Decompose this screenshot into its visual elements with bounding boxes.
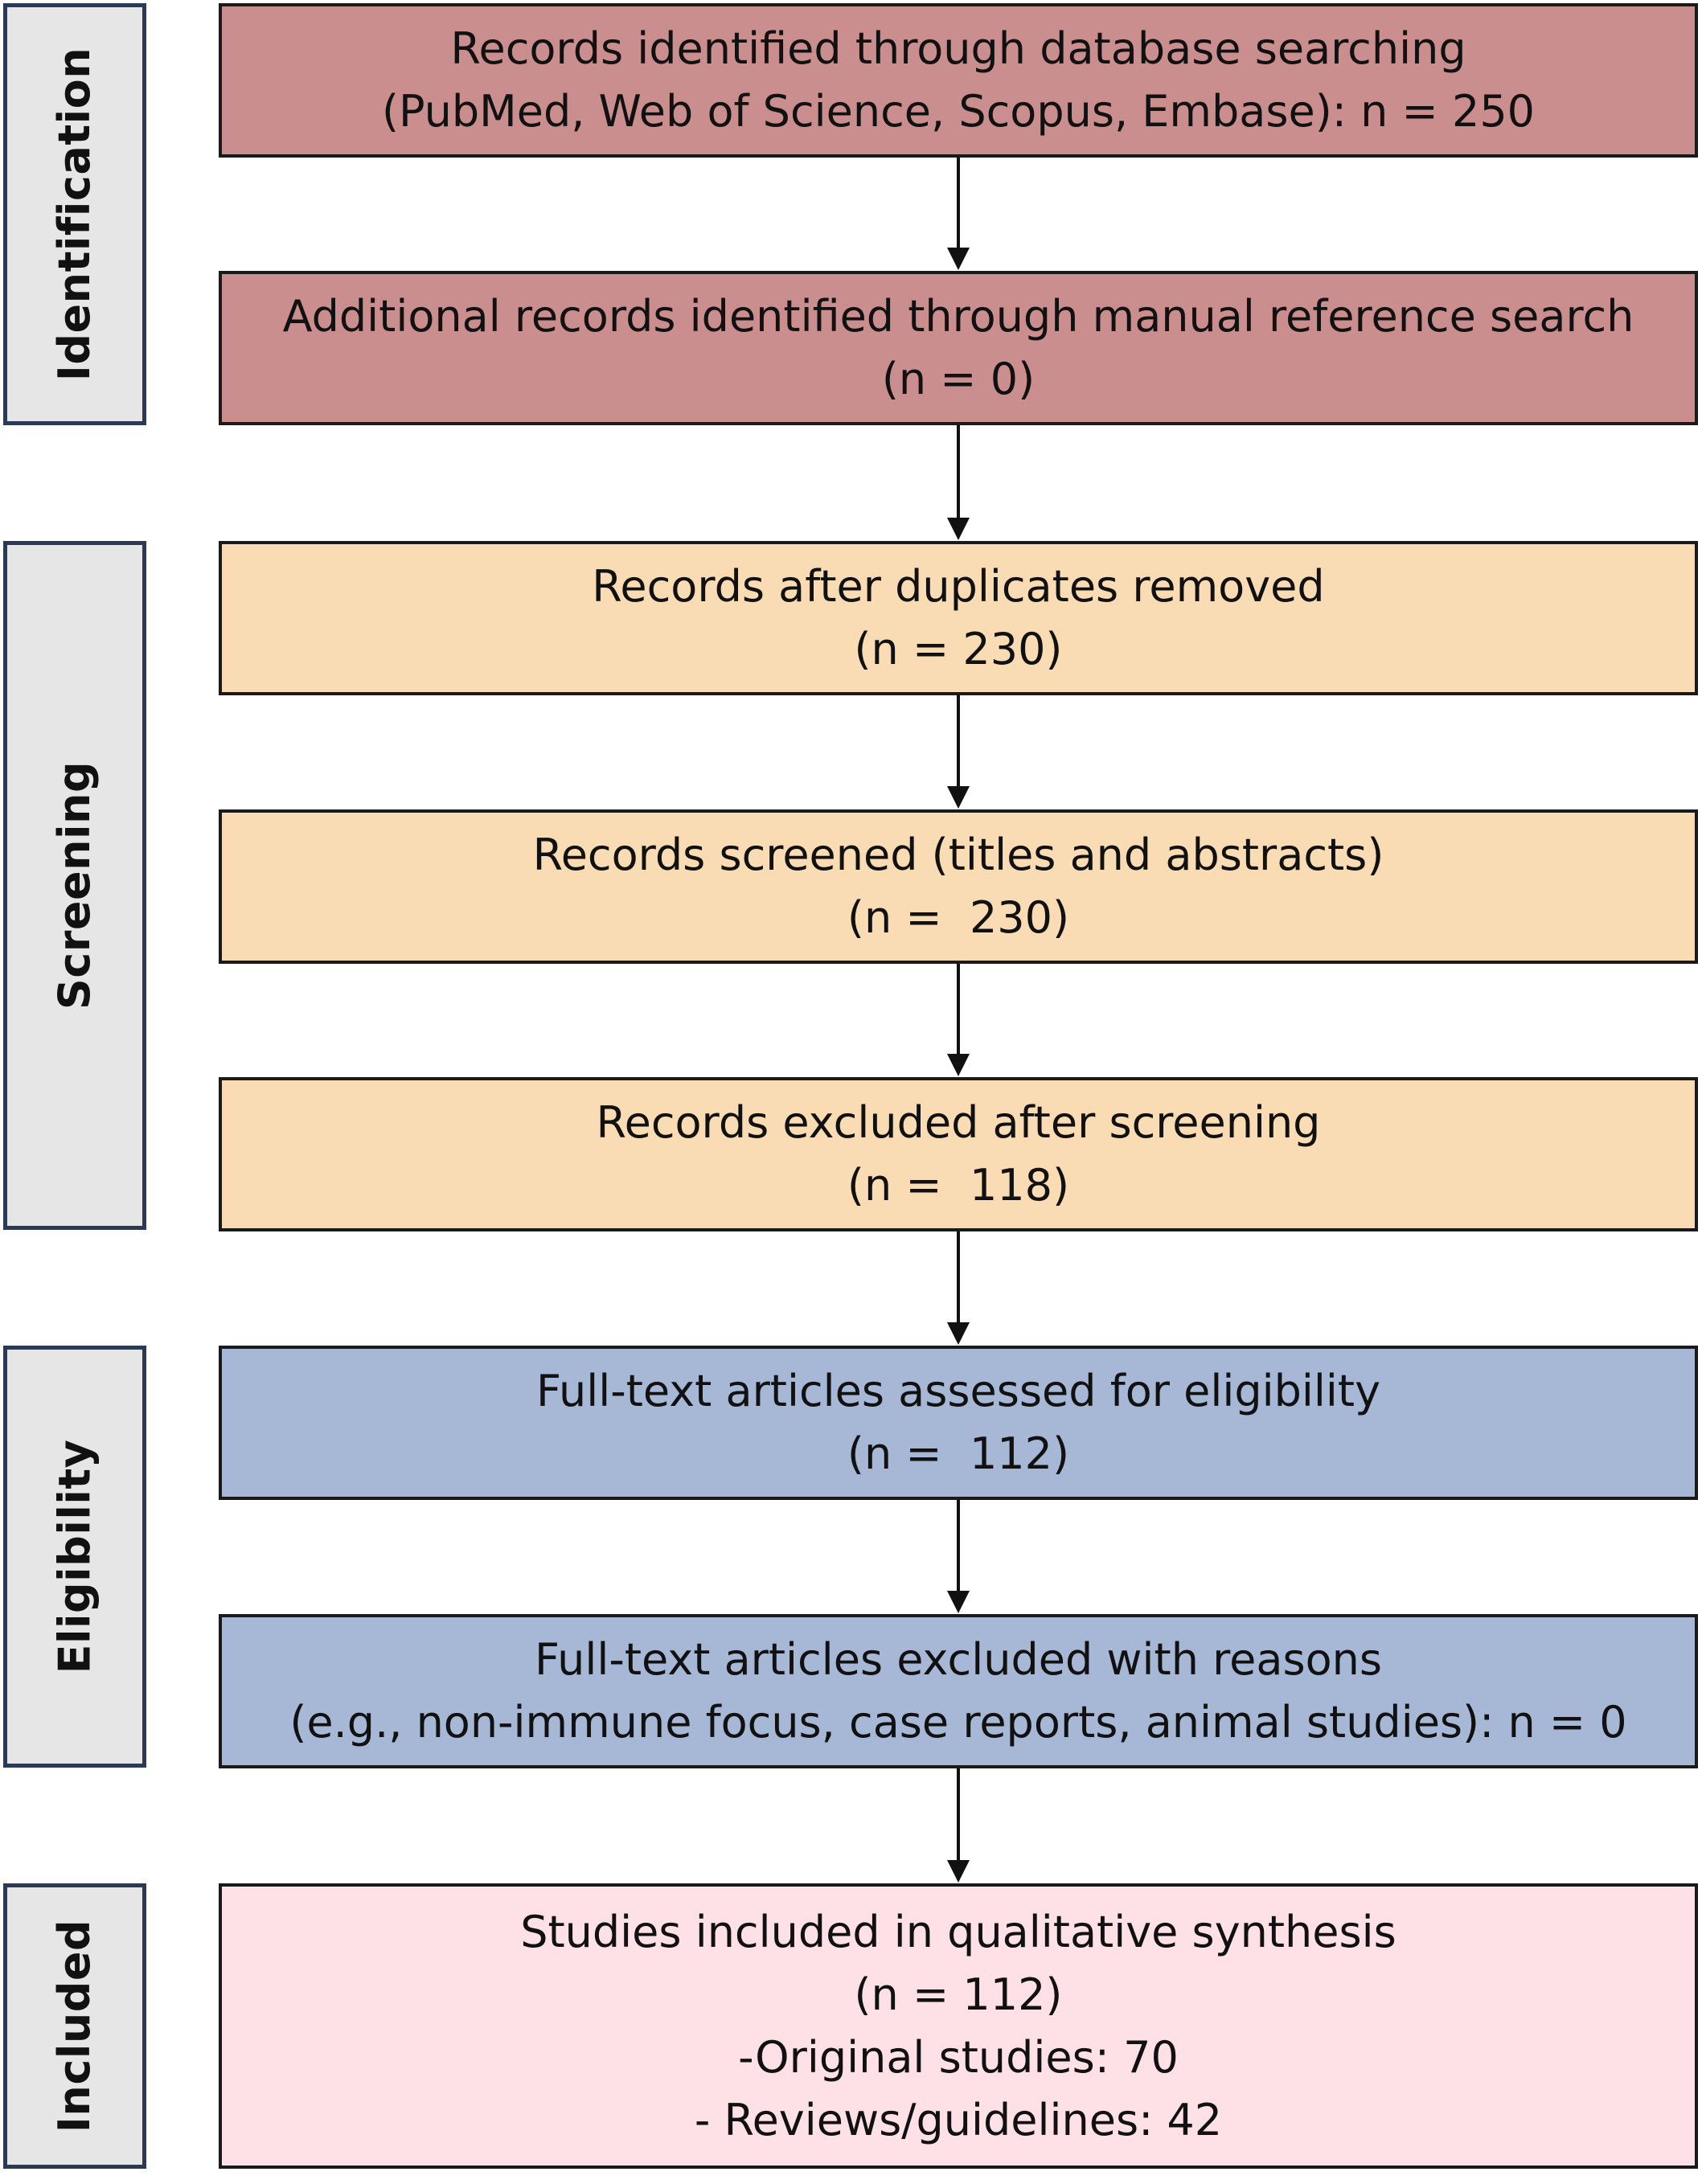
box-database-search: Records identified through database sear… xyxy=(219,3,1698,158)
box-line: Full-text articles excluded with reasons xyxy=(535,1634,1382,1685)
box-included: Studies included in qualitative synthesi… xyxy=(219,1883,1698,2169)
box-excluded-screening: Records excluded after screening (n = 11… xyxy=(219,1077,1698,1231)
box-line: Records after duplicates removed xyxy=(592,561,1325,612)
box-records-screened: Records screened (titles and abstracts) … xyxy=(219,809,1698,964)
box-line: (n = 112) xyxy=(854,1969,1063,2020)
stage-included: Included xyxy=(3,1883,146,2169)
box-line: (PubMed, Web of Science, Scopus, Embase)… xyxy=(381,86,1536,137)
box-line: (n = 0) xyxy=(881,354,1036,404)
box-line: -Original studies: 70 xyxy=(738,2031,1179,2083)
box-fulltext-excluded: Full-text articles excluded with reasons… xyxy=(219,1614,1698,1768)
box-line: Records excluded after screening xyxy=(596,1097,1321,1148)
stage-eligibility: Eligibility xyxy=(3,1346,146,1768)
box-line: (n = 230) xyxy=(854,624,1063,674)
box-line: Full-text articles assessed for eligibil… xyxy=(535,1366,1381,1416)
box-line: - Reviews/guidelines: 42 xyxy=(694,2094,1223,2145)
box-line: Records screened (titles and abstracts) xyxy=(532,830,1384,880)
box-fulltext-assessed: Full-text articles assessed for eligibil… xyxy=(219,1346,1698,1500)
box-line: (n = 112) xyxy=(847,1428,1070,1479)
arrow-4 xyxy=(947,964,970,1076)
stage-screening: Screening xyxy=(3,541,146,1230)
box-duplicates-removed: Records after duplicates removed (n = 23… xyxy=(219,541,1698,695)
arrow-5 xyxy=(947,1231,970,1345)
stage-identification: Identification xyxy=(3,3,146,425)
box-manual-search: Additional records identified through ma… xyxy=(219,271,1698,425)
box-line: (n = 230) xyxy=(847,892,1070,943)
box-line: Additional records identified through ma… xyxy=(282,291,1634,342)
box-line: (n = 118) xyxy=(847,1160,1070,1211)
arrow-1 xyxy=(947,158,970,270)
arrow-7 xyxy=(947,1768,970,1883)
box-line: (e.g., non-immune focus, case reports, a… xyxy=(289,1697,1627,1748)
arrow-3 xyxy=(947,695,970,809)
arrow-2 xyxy=(947,425,970,540)
arrow-6 xyxy=(947,1500,970,1613)
box-line: Studies included in qualitative synthesi… xyxy=(520,1906,1396,1957)
box-line: Records identified through database sear… xyxy=(450,23,1466,74)
